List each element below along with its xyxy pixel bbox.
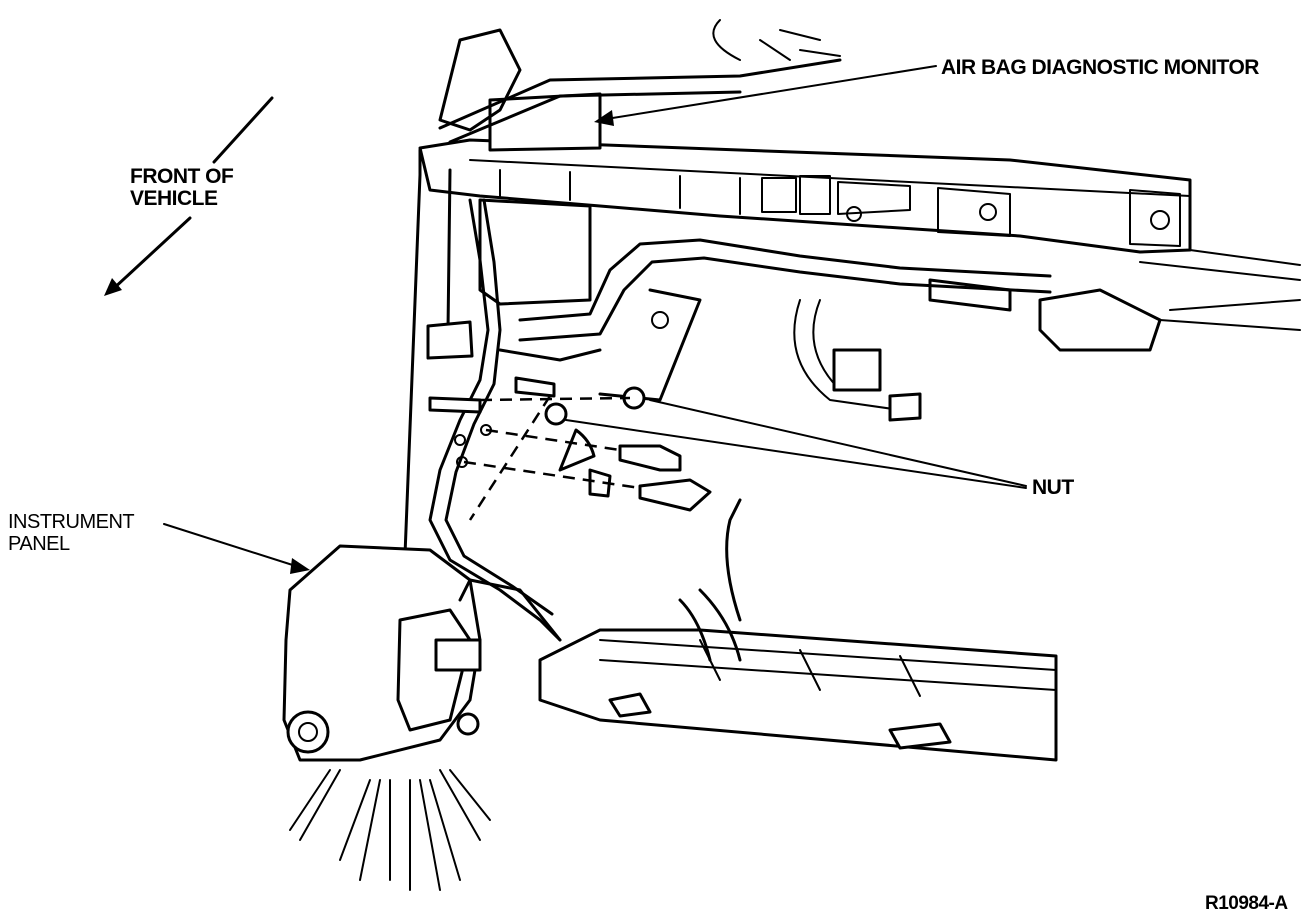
left-panel-frame <box>402 148 474 582</box>
air-bag-diagnostic-monitor-label: AIR BAG DIAGNOSTIC MONITOR <box>941 57 1259 79</box>
air-bag-monitor-leader <box>594 65 937 126</box>
hanging-wires <box>289 769 491 891</box>
instrument-panel-line1: INSTRUMENT <box>8 511 135 533</box>
instrument-panel-leader <box>163 523 310 574</box>
front-of-vehicle-arrow <box>104 96 274 296</box>
right-connectors <box>793 278 1301 422</box>
instrument-panel-label: INSTRUMENT PANEL <box>8 511 135 555</box>
figure-reference-label: R10984-A <box>1205 893 1288 915</box>
upper-panel-beam <box>418 138 1301 281</box>
air-bag-diagnostic-monitor <box>438 19 842 306</box>
nut-label: NUT <box>1032 477 1074 499</box>
lower-panel-beam <box>538 498 1058 762</box>
nut-leader-lines <box>565 399 1027 489</box>
wiring-harness <box>428 198 1052 642</box>
alignment-lines <box>463 395 641 521</box>
figure-reference-text: R10984-A <box>1205 893 1288 914</box>
front-of-vehicle-label: FRONT OF VEHICLE <box>130 165 234 210</box>
front-of-vehicle-line2: VEHICLE <box>130 187 218 210</box>
air-bag-diagnostic-monitor-text: AIR BAG DIAGNOSTIC MONITOR <box>941 56 1259 79</box>
front-of-vehicle-line1: FRONT OF <box>130 165 234 188</box>
instrument-panel-line2: PANEL <box>8 533 70 555</box>
instrument-panel-lower <box>282 544 562 762</box>
nut-text: NUT <box>1032 476 1074 499</box>
